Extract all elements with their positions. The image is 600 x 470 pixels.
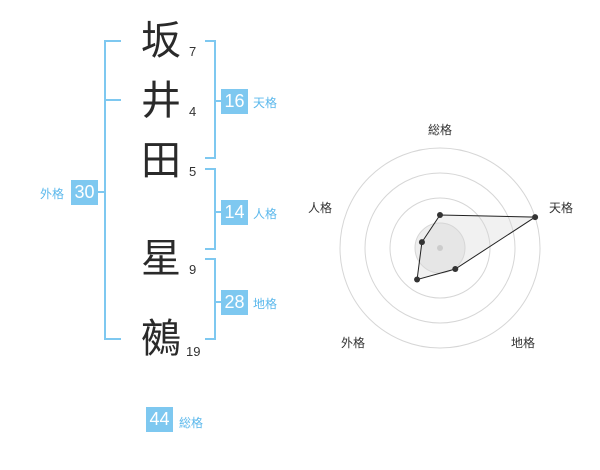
stroke-count-2: 4 (189, 104, 197, 119)
radar-axis-label-chikaku: 地格 (511, 336, 536, 350)
radar-point-2 (532, 214, 539, 221)
radar-grid-ring-3 (364, 172, 516, 324)
stroke-count-3: 5 (189, 164, 197, 179)
chikaku-label: 地格 (253, 297, 278, 311)
radar-grid-ring-2 (389, 197, 491, 299)
name-char-4: 星 (141, 236, 181, 282)
radar-point-1 (437, 212, 443, 218)
stroke-count-5: 19 (186, 344, 201, 359)
radar-axis-label-gaikaku: 外格 (341, 336, 366, 350)
radar-axis-label-jinkaku: 人格 (308, 201, 333, 215)
radar-point-4 (414, 276, 421, 283)
jinkaku-label: 人格 (253, 207, 278, 221)
stroke-count-4: 9 (189, 262, 197, 277)
chikaku-value: 28 (221, 290, 248, 315)
tenkaku-label: 天格 (253, 96, 278, 110)
radar-series-polygon (416, 214, 537, 281)
name-char-3: 田 (141, 138, 181, 184)
radar-axis-label-tenkaku: 天格 (549, 201, 574, 215)
soukaku-value: 44 (146, 407, 173, 432)
gaikaku-label: 外格 (40, 187, 65, 201)
name-char-1: 坂 (141, 18, 181, 64)
radar-point-3 (452, 266, 459, 273)
radar-point-5 (418, 239, 425, 246)
jinkaku-value: 14 (221, 200, 248, 225)
name-char-2: 井 (141, 78, 181, 124)
radar-center-dot (437, 245, 443, 251)
radar-axis-label-soukaku: 総格 (428, 123, 453, 137)
gaikaku-value: 30 (71, 180, 98, 205)
soukaku-label: 総格 (179, 416, 204, 430)
radar-grid-ring-4 (339, 147, 541, 349)
stroke-count-1: 7 (189, 44, 197, 59)
tenkaku-value: 16 (221, 89, 248, 114)
name-char-5: 鵺 (141, 316, 181, 362)
